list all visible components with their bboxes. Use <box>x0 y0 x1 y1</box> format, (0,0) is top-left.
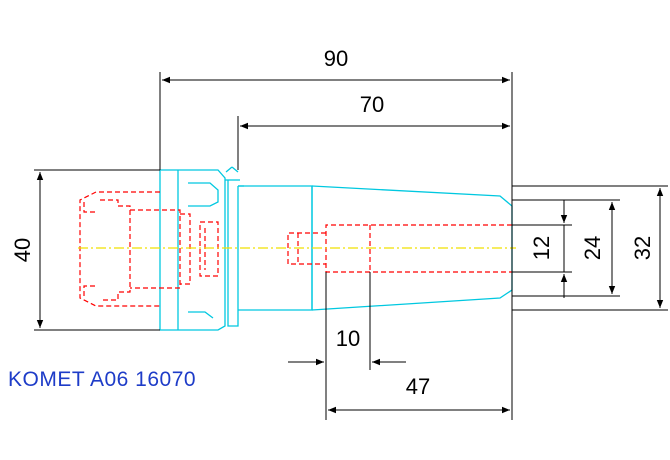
dim-shank-large-label: 32 <box>630 236 655 260</box>
hsk-inner-step-2 <box>130 209 181 289</box>
groove-edge-2 <box>231 166 239 173</box>
extension-lines <box>34 72 668 420</box>
hsk-left-lip <box>83 202 96 213</box>
groove-flank <box>227 180 239 327</box>
dim-total-length-label: 90 <box>324 46 348 71</box>
dim-flange-diameter-label: 40 <box>10 238 35 262</box>
dim-bore-depth-label: 10 <box>336 326 360 351</box>
hsk-inner-contour <box>79 191 160 307</box>
groove-outline <box>188 182 219 207</box>
groove-outline-lower <box>188 311 214 319</box>
thread-bore <box>287 232 326 265</box>
dim-body-length-label: 70 <box>360 92 384 117</box>
hidden-lines <box>79 191 512 307</box>
dim-shank-small-label: 24 <box>580 236 605 260</box>
hsk-inner-step-3 <box>180 213 191 285</box>
groove-edge-1 <box>225 166 233 173</box>
flange-outline <box>159 169 226 331</box>
dimension-lines <box>36 76 664 414</box>
hsk-coolant-tube <box>199 221 219 277</box>
dim-bore-diameter-label: 12 <box>529 236 554 260</box>
part-caption: KOMET A06 16070 <box>8 368 196 391</box>
hsk-left-lip-lower <box>83 285 96 296</box>
hsk-inner-step-1 <box>100 199 131 301</box>
dim-taper-length-label: 47 <box>406 374 430 399</box>
